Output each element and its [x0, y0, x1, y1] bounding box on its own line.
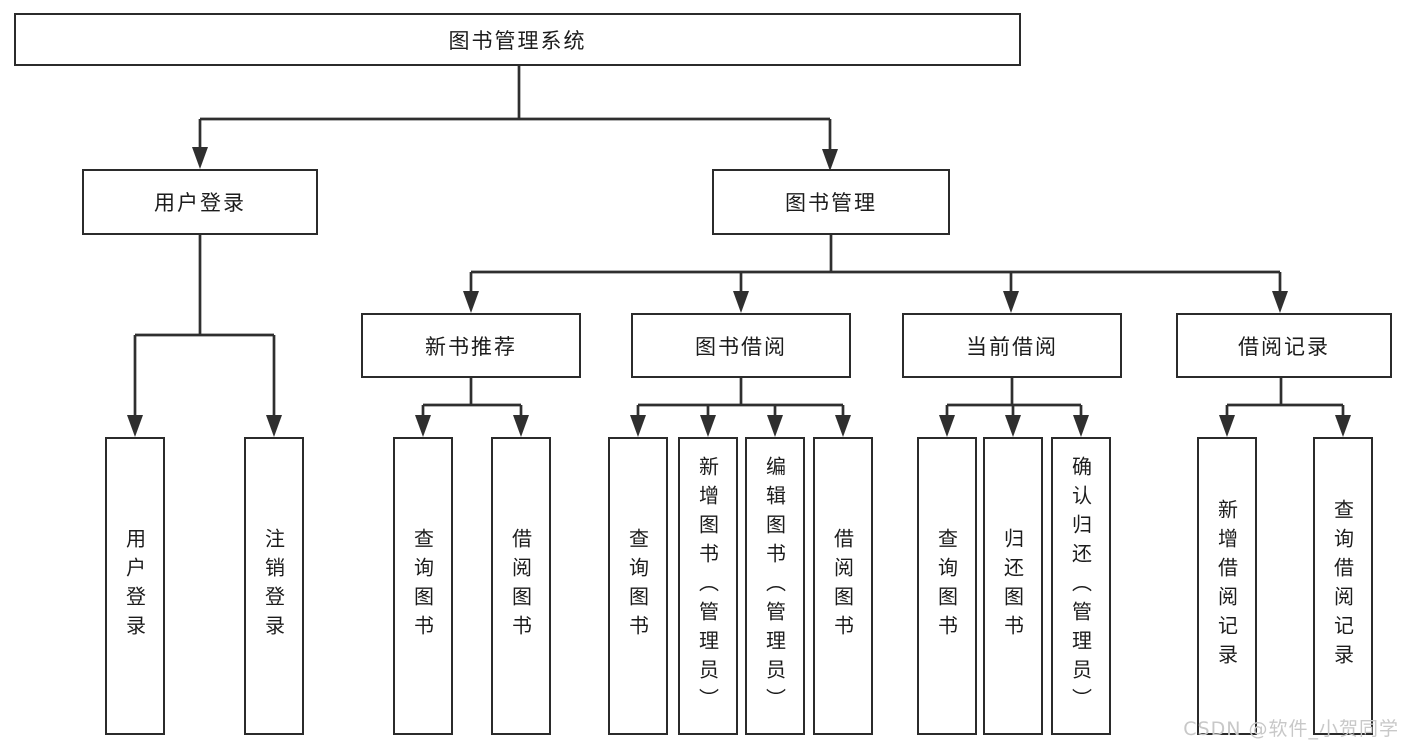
node-current-borrowing: 当前借阅: [902, 313, 1122, 378]
connector-login-to-children: [127, 235, 282, 437]
arrowhead: [835, 415, 851, 437]
arrowhead: [767, 415, 783, 437]
arrowhead: [415, 415, 431, 437]
connector-current-children: [939, 378, 1089, 437]
leaf-records-add-borrow-record: 新增借阅记录: [1197, 437, 1257, 735]
leaf-recommend-query-books: 查询图书: [393, 437, 453, 735]
arrowhead: [192, 147, 208, 169]
leaf-logout-login: 注销登录: [244, 437, 304, 735]
leaf-current-confirm-return-admin: 确认归还（管理员）: [1051, 437, 1111, 735]
connector-records-children: [1219, 378, 1351, 437]
leaf-borrowing-borrow-books: 借阅图书: [813, 437, 873, 735]
leaf-borrowing-query-books: 查询图书: [608, 437, 668, 735]
arrowhead: [733, 291, 749, 313]
arrowhead: [266, 415, 282, 437]
arrowhead: [463, 291, 479, 313]
connector-recommend-children: [415, 378, 529, 437]
node-borrowing-records: 借阅记录: [1176, 313, 1392, 378]
arrowhead: [513, 415, 529, 437]
arrowhead: [1219, 415, 1235, 437]
node-user-login: 用户登录: [82, 169, 318, 235]
leaf-borrowing-edit-books-admin: 编辑图书（管理员）: [745, 437, 805, 735]
leaf-current-return-books: 归还图书: [983, 437, 1043, 735]
leaf-user-login: 用户登录: [105, 437, 165, 735]
arrowhead: [1073, 415, 1089, 437]
arrowhead: [1003, 291, 1019, 313]
arrowhead: [1335, 415, 1351, 437]
leaf-recommend-borrow-books: 借阅图书: [491, 437, 551, 735]
arrowhead: [939, 415, 955, 437]
node-book-management: 图书管理: [712, 169, 950, 235]
connector-management-to-sections: [463, 235, 1288, 313]
arrowhead: [630, 415, 646, 437]
arrowhead: [127, 415, 143, 437]
csdn-watermark: CSDN @软件_小贺同学: [1183, 718, 1399, 740]
node-book-borrowing: 图书借阅: [631, 313, 851, 378]
leaf-borrowing-add-books-admin: 新增图书（管理员）: [678, 437, 738, 735]
connector-borrowing-children: [630, 378, 851, 437]
connector-root-to-level1: [192, 66, 838, 171]
arrowhead: [822, 149, 838, 171]
arrowhead: [1272, 291, 1288, 313]
arrowhead: [700, 415, 716, 437]
node-system-root: 图书管理系统: [14, 13, 1021, 66]
leaf-records-query-borrow-record: 查询借阅记录: [1313, 437, 1373, 735]
arrowhead: [1005, 415, 1021, 437]
node-new-book-recommendation: 新书推荐: [361, 313, 581, 378]
leaf-current-query-books: 查询图书: [917, 437, 977, 735]
